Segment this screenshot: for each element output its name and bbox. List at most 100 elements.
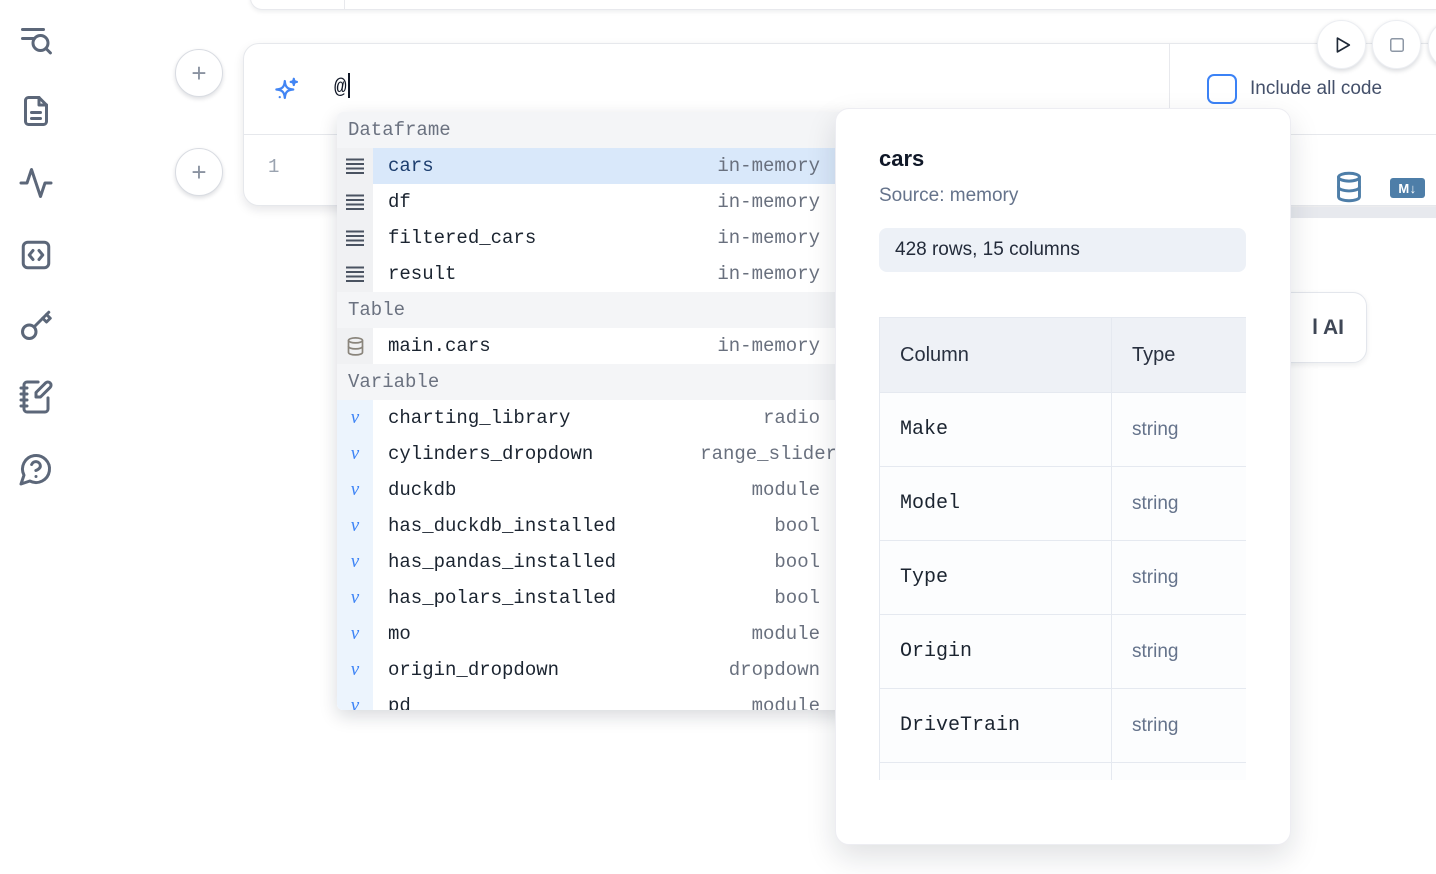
completion-name: cylinders_dropdown: [388, 443, 594, 465]
completion-type: module: [751, 479, 820, 501]
column-type: string: [1111, 614, 1246, 689]
table-row: DriveTrain string: [879, 688, 1246, 763]
column-type: string: [1111, 466, 1246, 541]
markdown-convert-icon[interactable]: M↓: [1390, 178, 1425, 198]
play-icon: [1336, 36, 1350, 53]
variable-icon: v: [337, 580, 373, 616]
completion-item-has-polars-installed[interactable]: v has_polars_installed bool: [337, 580, 848, 616]
scratchpad-icon[interactable]: [18, 379, 54, 415]
completion-name: has_duckdb_installed: [388, 515, 617, 537]
text-cursor: [347, 73, 350, 99]
completion-item-has-pandas-installed[interactable]: v has_pandas_installed bool: [337, 544, 848, 580]
completion-item-cylinders-dropdown[interactable]: v cylinders_dropdown range_slider: [337, 436, 848, 472]
column-name: Model: [879, 466, 1112, 541]
completion-item-mo[interactable]: v mo module: [337, 616, 848, 652]
add-cell-above-button[interactable]: +: [175, 49, 223, 97]
help-chat-icon[interactable]: [18, 451, 54, 487]
completion-type: in-memory: [717, 227, 820, 249]
document-icon[interactable]: [18, 93, 54, 129]
include-all-code-label: Include all code: [1250, 78, 1383, 99]
code-block-icon[interactable]: [18, 237, 54, 273]
schema-table: Column Type Make string Model string Typ…: [879, 317, 1246, 780]
column-type: string: [1111, 540, 1246, 615]
dataframe-icon: [337, 184, 373, 220]
sparkles-icon: [273, 76, 300, 103]
variable-icon: v: [337, 544, 373, 580]
include-all-code-section: Include all code: [1169, 44, 1436, 134]
add-cell-below-button[interactable]: +: [175, 148, 223, 196]
previous-cell-edge: [250, 0, 1436, 10]
variable-icon: v: [337, 616, 373, 652]
table-row: Model string: [879, 466, 1246, 541]
completion-name: main.cars: [388, 335, 491, 357]
ai-button-label: l AI: [1312, 315, 1344, 339]
completion-section-header: Variable: [337, 364, 848, 400]
completion-type: bool: [774, 551, 820, 573]
completion-item-cars[interactable]: cars in-memory: [337, 148, 848, 184]
completion-name: result: [388, 263, 457, 285]
completion-type: in-memory: [717, 191, 820, 213]
completion-section-header: Dataframe: [337, 112, 848, 148]
completion-type: in-memory: [717, 155, 820, 177]
column-name: DriveTrain: [879, 688, 1112, 763]
column-name: Type: [879, 540, 1112, 615]
activity-icon[interactable]: [18, 165, 54, 201]
completion-type: range_slider: [700, 443, 837, 465]
completion-type: bool: [774, 515, 820, 537]
completion-item-result[interactable]: result in-memory: [337, 256, 848, 292]
completion-name: charting_library: [388, 407, 571, 429]
completion-item-pd[interactable]: v pd module: [337, 688, 848, 710]
completion-type: bool: [774, 587, 820, 609]
schema-header-row: Column Type: [879, 317, 1246, 393]
table-row: Origin string: [879, 614, 1246, 689]
completion-section-header: Table: [337, 292, 848, 328]
schema-header-type: Type: [1111, 317, 1246, 393]
completion-item-main-cars[interactable]: main.cars in-memory: [337, 328, 848, 364]
prompt-input[interactable]: @: [334, 73, 350, 101]
completion-name: has_pandas_installed: [388, 551, 617, 573]
table-row: Make string: [879, 392, 1246, 467]
dataframe-icon: [337, 220, 373, 256]
completion-name: mo: [388, 623, 411, 645]
completion-name: origin_dropdown: [388, 659, 560, 681]
dataframe-icon: [337, 148, 373, 184]
completion-name: has_polars_installed: [388, 587, 617, 609]
panel-title: cars: [879, 146, 925, 171]
table-row-partial: [879, 762, 1246, 780]
completion-item-df[interactable]: df in-memory: [337, 184, 848, 220]
code-editor-row[interactable]: 1 M↓: [244, 135, 1436, 207]
include-all-code-checkbox[interactable]: [1207, 74, 1237, 104]
sidebar: [0, 0, 72, 874]
variable-icon: v: [337, 652, 373, 688]
variable-icon: v: [337, 688, 373, 710]
list-search-icon[interactable]: [18, 22, 54, 58]
variable-icon: v: [337, 400, 373, 436]
completion-dropdown: Dataframe cars in-memory df in-memory fi…: [337, 112, 848, 710]
completion-name: duckdb: [388, 479, 457, 501]
completion-item-charting-library[interactable]: v charting_library radio: [337, 400, 848, 436]
column-name: Origin: [879, 614, 1112, 689]
database-icon[interactable]: [1334, 171, 1364, 203]
completion-item-filtered-cars[interactable]: filtered_cars in-memory: [337, 220, 848, 256]
completion-item-duckdb[interactable]: v duckdb module: [337, 472, 848, 508]
editor-scroll-track: [1240, 207, 1436, 218]
completion-item-origin-dropdown[interactable]: v origin_dropdown dropdown: [337, 652, 848, 688]
completion-name: df: [388, 191, 411, 213]
stop-button[interactable]: [1372, 20, 1421, 69]
completion-type: module: [751, 623, 820, 645]
column-type: string: [1111, 688, 1246, 763]
column-type: string: [1111, 392, 1246, 467]
completion-item-has-duckdb-installed[interactable]: v has_duckdb_installed bool: [337, 508, 848, 544]
key-icon[interactable]: [18, 307, 54, 343]
dataframe-preview-panel: cars Source: memory 428 rows, 15 columns…: [835, 108, 1291, 845]
line-number: 1: [268, 156, 280, 178]
schema-table-wrap: Column Type Make string Model string Typ…: [879, 317, 1246, 780]
completion-type: in-memory: [717, 335, 820, 357]
variable-icon: v: [337, 436, 373, 472]
completion-name: cars: [388, 155, 434, 177]
completion-name: pd: [388, 695, 411, 710]
prompt-value: @: [334, 77, 347, 101]
run-cell-button[interactable]: [1317, 20, 1366, 69]
variable-icon: v: [337, 472, 373, 508]
shape-badge: 428 rows, 15 columns: [879, 228, 1246, 272]
